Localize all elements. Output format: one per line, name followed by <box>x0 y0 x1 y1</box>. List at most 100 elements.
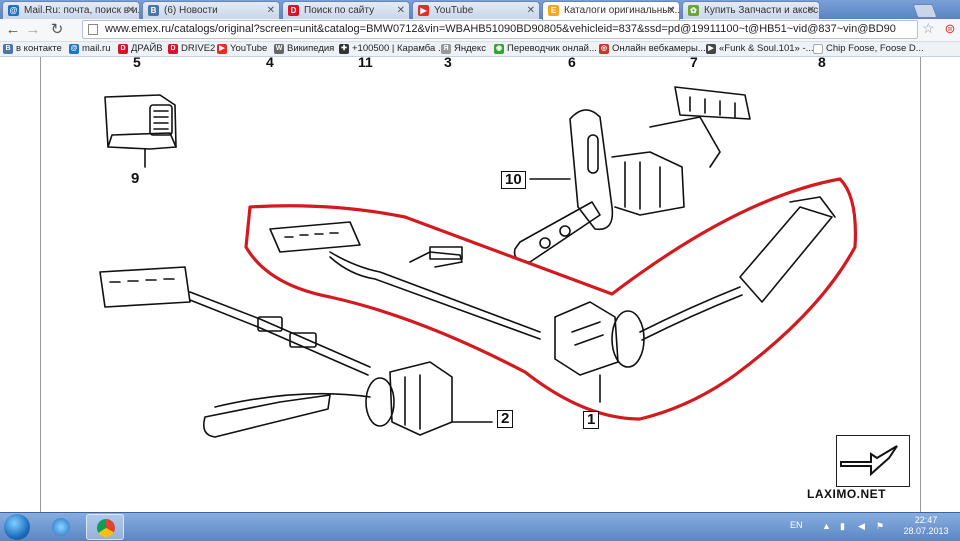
new-tab-button[interactable] <box>912 4 938 18</box>
tab-strip: @ Mail.Ru: почта, поиск в и... ✕ B (6) Н… <box>0 0 960 20</box>
tab-vk-news[interactable]: B (6) Новости ✕ <box>142 1 280 19</box>
part-1-combination-switch <box>269 196 836 403</box>
tab-mailru[interactable]: @ Mail.Ru: почта, поиск в и... ✕ <box>2 1 140 19</box>
page-border-left <box>40 57 41 512</box>
close-icon[interactable]: ✕ <box>666 5 675 16</box>
chrome-icon <box>97 519 115 537</box>
bookmark-label: +100500 | Карамба ... <box>352 43 446 54</box>
bookmark-label: «Funk & Soul.101» -... <box>719 43 814 54</box>
clock-date: 28.07.2013 <box>903 526 949 536</box>
radio-icon: ▶ <box>706 44 716 54</box>
close-icon[interactable]: ✕ <box>396 5 405 16</box>
part-label-9[interactable]: 9 <box>131 170 140 187</box>
bookmark-star-icon[interactable]: ☆ <box>922 20 935 36</box>
page-icon <box>813 44 823 54</box>
bookmark-label: Википедия <box>287 43 335 54</box>
part-label-4[interactable]: 4 <box>266 57 274 70</box>
bookmark-yandex[interactable]: Я Яндекс <box>440 42 486 56</box>
bookmark-label: DRIVE2 <box>181 43 216 54</box>
tab-title: Mail.Ru: почта, поиск в и... <box>24 5 140 16</box>
url-text: www.emex.ru/catalogs/original?screen=uni… <box>105 23 896 35</box>
close-icon[interactable]: ✕ <box>126 5 135 16</box>
menu-icon[interactable]: ⊜ <box>944 21 956 36</box>
bookmark-wikipedia[interactable]: W Википедия <box>273 42 334 56</box>
bookmark-drive2[interactable]: D DRIVE2 <box>167 42 215 56</box>
part-label-6[interactable]: 6 <box>568 57 576 70</box>
watermark-text: LAXIMO.NET <box>807 487 886 501</box>
tab-title: (6) Новости <box>164 5 218 16</box>
bookmark-label: ДРАЙВ <box>131 43 163 54</box>
bookmark-translate[interactable]: ◉ Переводчик онлай... <box>493 42 597 56</box>
taskbar-chrome[interactable] <box>86 514 124 540</box>
bookmark-label: Переводчик онлай... <box>507 43 597 54</box>
back-arrow-icon[interactable]: ← <box>5 21 21 38</box>
part-10-switch-bracket <box>513 86 751 263</box>
webcam-icon: ◎ <box>599 44 609 54</box>
mailru-icon: @ <box>69 44 79 54</box>
bookmark-mailru[interactable]: @ mail.ru <box>68 42 111 56</box>
karamba-icon: ✚ <box>339 44 349 54</box>
bookmark-youtube[interactable]: ▶ YouTube <box>216 42 267 56</box>
arrow-icon <box>840 445 898 477</box>
tab-youtube[interactable]: ▶ YouTube ✕ <box>412 1 540 19</box>
windows-start-icon[interactable] <box>4 514 30 540</box>
volume-icon[interactable]: ◀ <box>858 521 865 531</box>
bookmark-label: Chip Foose, Foose D... <box>826 43 924 54</box>
system-clock[interactable]: 22:47 28.07.2013 <box>898 515 954 537</box>
bookmark-webcam[interactable]: ◎ Онлайн вебкамеры... <box>598 42 706 56</box>
tab-title: Каталоги оригинальных... <box>564 5 680 16</box>
yandex-icon: Я <box>441 44 451 54</box>
part-label-2[interactable]: 2 <box>497 410 514 428</box>
tab-emex-catalog[interactable]: E Каталоги оригинальных... ✕ <box>542 1 680 20</box>
tab-title: Поиск по сайту <box>304 5 375 16</box>
close-icon[interactable]: ✕ <box>526 5 535 16</box>
reload-icon[interactable]: ↻ <box>50 21 64 38</box>
network-icon[interactable]: ▮ <box>840 521 845 531</box>
toolbar: ← → ↻ www.emex.ru/catalogs/original?scre… <box>0 19 960 42</box>
bookmark-label: mail.ru <box>82 43 111 54</box>
flag-icon[interactable]: ⚑ <box>876 521 885 531</box>
bookmark-karamba[interactable]: ✚ +100500 | Карамба ... <box>338 42 446 56</box>
tab-title: YouTube <box>434 5 474 16</box>
bookmark-label: YouTube <box>230 43 268 54</box>
part-9-connector <box>104 94 177 168</box>
bookmark-vk[interactable]: B в контакте <box>2 42 62 56</box>
part-label-5[interactable]: 5 <box>133 57 141 70</box>
bookmark-funk-soul[interactable]: ▶ «Funk & Soul.101» -... <box>705 42 814 56</box>
youtube-icon: ▶ <box>217 44 227 54</box>
tab-title: Купить Запчасти и аксес... <box>704 5 820 16</box>
taskbar: EN ▲ ▮ ◀ ⚑ 22:47 28.07.2013 <box>0 512 960 541</box>
drive-icon: D <box>118 44 128 54</box>
part-label-8[interactable]: 8 <box>818 57 826 70</box>
bookmark-label: в контакте <box>16 43 62 54</box>
vk-icon: B <box>148 5 159 16</box>
mailru-icon: @ <box>8 5 19 16</box>
bookmarks-bar: B в контакте @ mail.ru D ДРАЙВ D DRIVE2 … <box>0 42 960 57</box>
part-label-1[interactable]: 1 <box>583 411 600 429</box>
address-bar[interactable]: www.emex.ru/catalogs/original?screen=uni… <box>82 20 918 39</box>
tab-parts-shop[interactable]: ✿ Купить Запчасти и аксес... ✕ <box>682 1 820 19</box>
youtube-icon: ▶ <box>418 5 429 16</box>
diagram-drawing <box>99 86 858 438</box>
taskbar-ie[interactable] <box>42 514 80 540</box>
forward-arrow-icon[interactable]: → <box>25 21 41 38</box>
parts-diagram: 5 4 11 3 6 7 8 <box>0 57 960 512</box>
tab-drive2-search[interactable]: D Поиск по сайту ✕ <box>282 1 410 19</box>
close-icon[interactable]: ✕ <box>806 5 815 16</box>
language-indicator[interactable]: EN <box>790 520 803 530</box>
part-label-10[interactable]: 10 <box>501 171 526 189</box>
part-label-3[interactable]: 3 <box>444 57 452 70</box>
part-label-11[interactable]: 11 <box>358 57 373 70</box>
tray-arrow-icon[interactable]: ▲ <box>822 521 831 531</box>
bookmark-drive[interactable]: D ДРАЙВ <box>117 42 163 56</box>
highlight-outline <box>244 177 858 421</box>
bookmark-chip-foose[interactable]: Chip Foose, Foose D... <box>812 42 924 56</box>
wikipedia-icon: W <box>274 44 284 54</box>
bookmark-label: Яндекс <box>454 43 486 54</box>
close-icon[interactable]: ✕ <box>266 5 275 16</box>
part-label-7[interactable]: 7 <box>690 57 698 70</box>
drive2-icon: D <box>288 5 299 16</box>
part-2-stalk-switch <box>99 266 493 438</box>
internet-explorer-icon <box>52 518 70 536</box>
translate-icon: ◉ <box>494 44 504 54</box>
